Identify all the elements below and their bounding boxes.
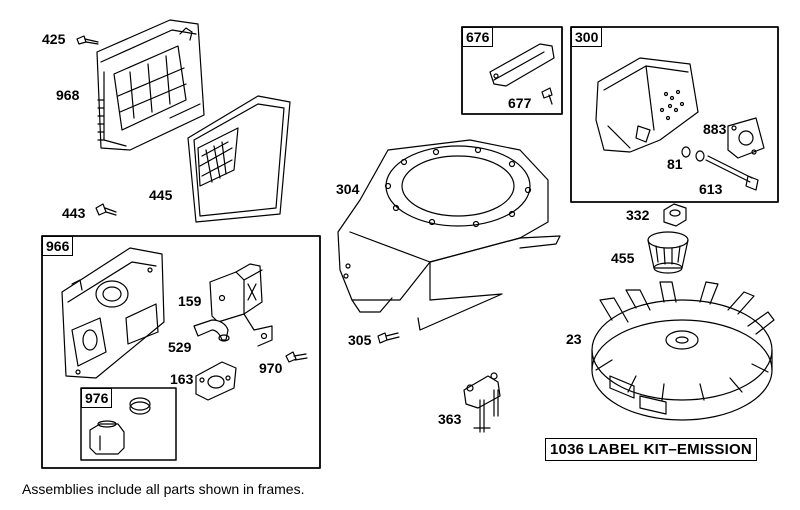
muffler-300-drawing bbox=[595, 57, 699, 153]
part-label-363: 363 bbox=[438, 411, 462, 427]
frame-300 bbox=[570, 26, 779, 203]
bracket-159-drawing bbox=[209, 263, 273, 347]
part-label-425: 425 bbox=[42, 31, 66, 47]
part-label-443: 443 bbox=[62, 205, 86, 221]
flywheel-23-drawing bbox=[591, 281, 775, 421]
gasket-163-drawing bbox=[195, 361, 237, 401]
part-label-455: 455 bbox=[611, 250, 635, 266]
part-label-159: 159 bbox=[178, 293, 202, 309]
part-label-305: 305 bbox=[348, 332, 372, 348]
part-label-970: 970 bbox=[259, 360, 283, 376]
bolt-613-drawing bbox=[705, 155, 759, 191]
part-label-529: 529 bbox=[168, 339, 192, 355]
screw-677-drawing bbox=[541, 87, 553, 105]
emission-label-kit: 1036 LABEL KIT–EMISSION bbox=[545, 438, 757, 461]
part-label-968: 968 bbox=[56, 87, 80, 103]
frame-966 bbox=[41, 235, 321, 469]
part-label-883: 883 bbox=[703, 121, 727, 137]
part-label-81: 81 bbox=[667, 156, 683, 172]
cover-677-drawing bbox=[489, 43, 555, 87]
blower-housing-304-drawing bbox=[337, 139, 561, 331]
frame-label-300: 300 bbox=[571, 27, 603, 47]
part-label-23: 23 bbox=[566, 331, 582, 347]
footer-note: Assemblies include all parts shown in fr… bbox=[22, 481, 305, 497]
screw-970-drawing bbox=[285, 351, 308, 363]
part-label-677: 677 bbox=[508, 95, 532, 111]
frame-label-676: 676 bbox=[462, 27, 494, 47]
part-label-332: 332 bbox=[626, 207, 650, 223]
starter-cup-455-drawing bbox=[647, 231, 689, 274]
part-label-613: 613 bbox=[699, 181, 723, 197]
frame-label-966: 966 bbox=[42, 236, 74, 256]
ring-976-drawing bbox=[129, 397, 151, 415]
base-966-drawing bbox=[61, 247, 165, 379]
part-label-163: 163 bbox=[170, 371, 194, 387]
screw-305-drawing bbox=[377, 332, 400, 344]
part-label-445: 445 bbox=[149, 187, 173, 203]
gasket-883-drawing bbox=[727, 117, 765, 159]
frame-676 bbox=[461, 26, 563, 115]
base-plate-968-drawing bbox=[96, 19, 205, 151]
screw-425-drawing bbox=[76, 35, 99, 45]
bowl-976-drawing bbox=[89, 420, 125, 455]
bracket-363-drawing bbox=[463, 372, 501, 433]
frame-976 bbox=[80, 387, 177, 461]
tube-529-drawing bbox=[193, 319, 230, 342]
nut-332-drawing bbox=[663, 203, 687, 227]
frame-label-976: 976 bbox=[81, 388, 113, 408]
part-label-304: 304 bbox=[336, 181, 360, 197]
washers-81-drawing bbox=[681, 146, 705, 162]
screw-443-drawing bbox=[95, 203, 117, 216]
filter-445-drawing bbox=[187, 95, 291, 223]
